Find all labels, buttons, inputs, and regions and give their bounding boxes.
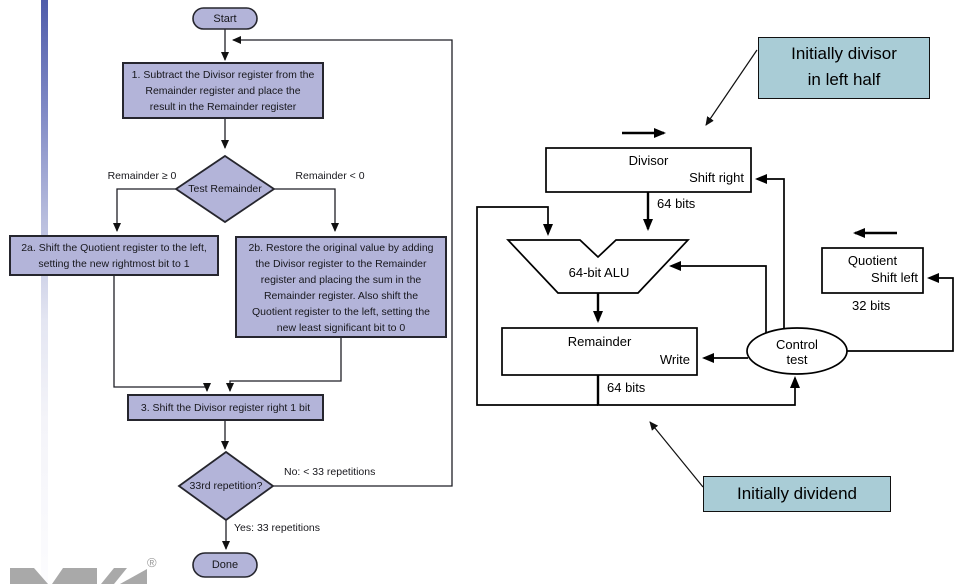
step2a-text: 2a. Shift the Quotient register to the l…: [21, 242, 207, 270]
repetition-label: 33rd repetition?: [189, 480, 263, 492]
arrow-remainder-loop-to-alu: [476, 206, 598, 406]
arrow-step2a-to-step3: [113, 275, 211, 392]
slide-accent-bar: [41, 0, 48, 584]
write-label: Write: [659, 352, 690, 367]
registered-trademark-icon: ®: [147, 555, 157, 570]
test-remainder-diamond: [174, 154, 276, 224]
yes-branch-label: Yes: 33 repetitions: [234, 522, 321, 534]
repetition-diamond: [177, 450, 275, 522]
quotient-width-label: 32 bits: [852, 298, 891, 313]
step3-box: [127, 394, 324, 421]
quotient-label: Quotient: [847, 253, 898, 268]
remainder-register-box: [501, 327, 698, 376]
divisor-width-label: 64 bits: [657, 196, 696, 211]
branch-label-remainder-lt-0: Remainder < 0: [295, 170, 365, 182]
done-label: Done: [211, 559, 239, 571]
shift-right-label: Shift right: [689, 170, 744, 185]
test-remainder-label: Test Remainder: [188, 183, 262, 195]
step2a-box: [9, 235, 219, 276]
divisor-register-box: [545, 147, 752, 193]
arrow-control-to-alu: [669, 261, 767, 334]
dividend-note-callout: Initially dividend: [703, 476, 891, 512]
step2b-box: [235, 236, 447, 338]
arrow-control-to-shift-left: [847, 273, 954, 352]
shift-left-label: Shift left: [871, 270, 918, 285]
arrow-divisor-note-pointer: [705, 49, 758, 126]
arrow-remainder-to-control: [597, 376, 800, 406]
step2b-text: 2b. Restore the original value by adding…: [248, 242, 434, 334]
arrow-dividend-note-pointer: [649, 421, 704, 488]
branch-label-remainder-ge-0: Remainder ≥ 0: [107, 170, 177, 182]
no-branch-label: No: < 33 repetitions: [284, 466, 376, 478]
arrow-test-to-step2a: [113, 188, 176, 232]
quotient-register-box: [821, 247, 924, 294]
divisor-label: Divisor: [628, 153, 669, 168]
step1-box: [122, 62, 324, 119]
arrow-test-to-step2b: [274, 188, 339, 232]
publisher-logo: [10, 568, 147, 584]
arrow-step2b-to-step3: [226, 337, 342, 392]
alu-label: 64-bit ALU: [568, 265, 630, 280]
remainder-label: Remainder: [567, 334, 632, 349]
step1-text: 1. Subtract the Divisor register from th…: [131, 69, 315, 113]
control-test-oval: [746, 327, 848, 375]
step3-text: 3. Shift the Divisor register right 1 bi…: [140, 401, 311, 414]
arrow-control-to-shift-right: [755, 174, 785, 333]
dividend-note-text: Initially dividend: [736, 484, 857, 503]
start-oval: [192, 7, 258, 30]
done-oval: [192, 552, 258, 578]
remainder-width-label: 64 bits: [607, 380, 646, 395]
alu-shape: [506, 239, 690, 294]
start-label: Start: [213, 12, 237, 25]
arrow-loop-no-branch: [232, 36, 453, 487]
